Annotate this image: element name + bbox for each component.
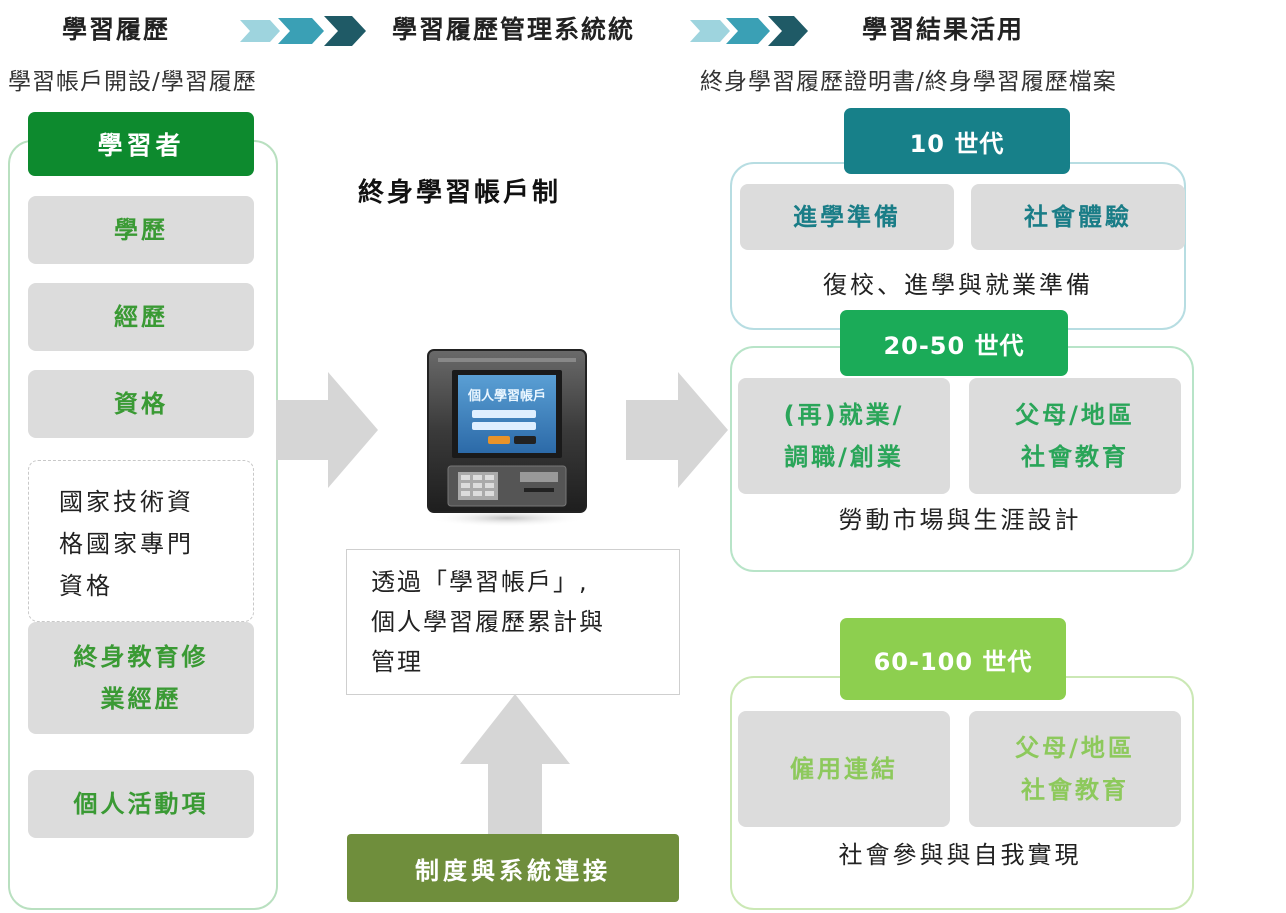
- left-item-education: 學歷: [28, 196, 254, 264]
- gen10-tab: 10 世代: [844, 108, 1070, 174]
- header-left-title: 學習履歷: [62, 15, 171, 44]
- left-item-personal-activity: 個人活動項: [28, 770, 254, 838]
- kiosk-icon: 個人學習帳戶: [427, 349, 587, 527]
- header-right-title: 學習結果活用: [862, 15, 1025, 44]
- gen60-100-caption: 社會參與與自我實現: [838, 841, 1082, 869]
- arrow-right-icon: [626, 372, 728, 488]
- kiosk-screen-logo: 個人學習帳戶: [467, 388, 546, 404]
- chevron-arrows-icon: [690, 16, 808, 46]
- header-left-subtitle: 學習帳戶開設/學習履歷: [8, 69, 257, 95]
- left-item-experience: 經歷: [28, 283, 254, 351]
- header-center-title: 學習履歷管理系統統: [392, 15, 636, 44]
- national-qualification-box: 國家技術資 格國家專門 資格: [28, 460, 254, 622]
- left-item-qualification: 資格: [28, 370, 254, 438]
- header-right-subtitle: 終身學習履歷證明書/終身學習履歷檔案: [700, 69, 1117, 95]
- gen10-item-social-experience: 社會體驗: [971, 184, 1185, 250]
- system-connection-button[interactable]: 制度與系統連接: [347, 834, 679, 902]
- gen20-50-item-community-education: 父母/地區 社會教育: [969, 378, 1181, 494]
- left-item-lifelong-education: 終身教育修 業經歷: [28, 622, 254, 734]
- arrow-right-icon: [276, 372, 378, 488]
- gen10-caption: 復校、進學與就業準備: [823, 271, 1093, 299]
- chevron-arrows-icon: [240, 16, 366, 46]
- gen10-item-study-prep: 進學準備: [740, 184, 954, 250]
- arrow-up-icon: [460, 694, 570, 834]
- center-description-text: 透過「學習帳戶」, 個人學習履歷累計與 管理: [371, 568, 605, 676]
- learning-account-kiosk: 個人學習帳戶: [424, 348, 590, 528]
- learner-tab: 學習者: [28, 112, 254, 176]
- gen20-50-tab: 20-50 世代: [840, 310, 1068, 376]
- gen60-100-item-community-education: 父母/地區 社會教育: [969, 711, 1181, 827]
- center-title: 終身學習帳戶制: [358, 178, 562, 208]
- gen60-100-item-employment-link: 僱用連結: [738, 711, 950, 827]
- center-description-box: 透過「學習帳戶」, 個人學習履歷累計與 管理: [346, 549, 680, 695]
- gen20-50-item-employment: (再)就業/ 調職/創業: [738, 378, 950, 494]
- national-qualification-text: 國家技術資 格國家專門 資格: [59, 488, 194, 600]
- gen60-100-tab: 60-100 世代: [840, 618, 1066, 700]
- gen20-50-caption: 勞動市場與生涯設計: [838, 506, 1082, 534]
